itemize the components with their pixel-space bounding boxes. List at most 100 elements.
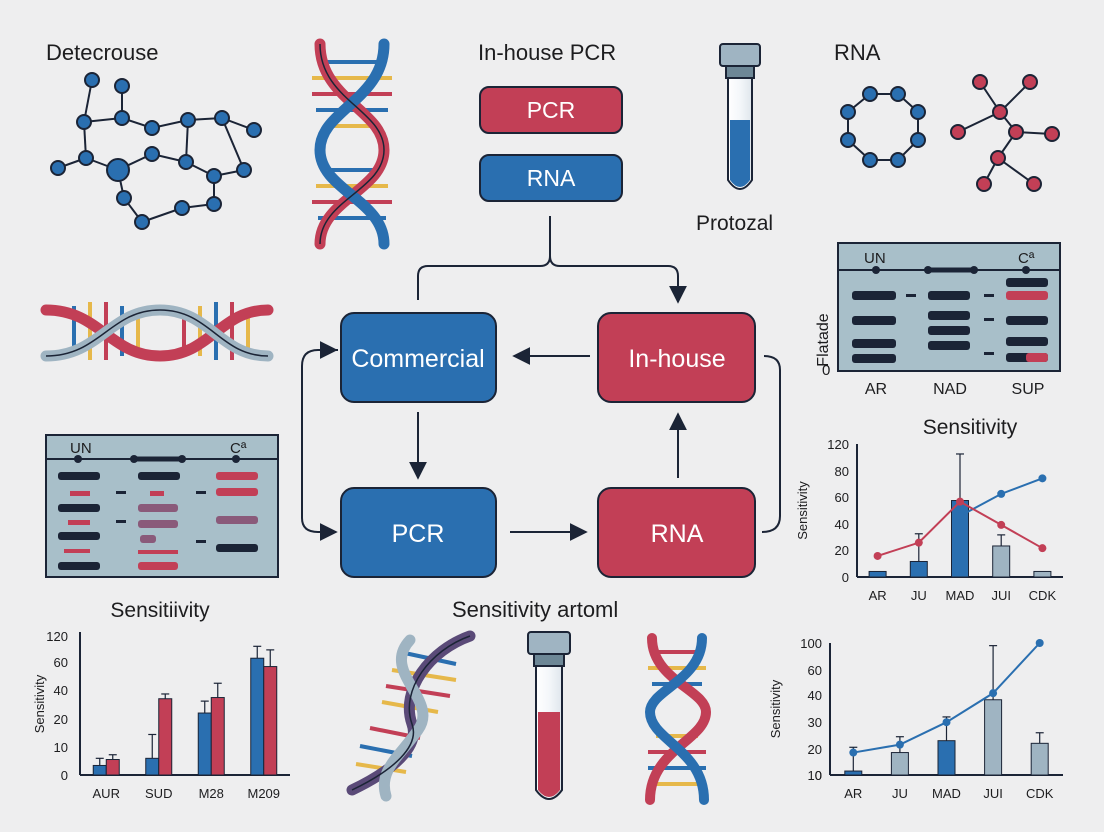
gel-right-header-right: Cª [1018,250,1035,267]
chart-bl-title: Sensitiivity [110,599,210,622]
chart-bl-ytick: 40 [54,683,68,698]
dna-helix-icon [312,38,392,250]
chart-rm-ytick: 120 [827,437,849,452]
chart-bl-bar [158,698,173,776]
dna-helix-bottom-right-icon [644,633,712,805]
chart-rm-ytick: 80 [835,464,849,479]
chart-br-xtick: MAD [932,786,961,801]
chart-br-bar [937,740,956,776]
chart-bl-ytick: 0 [61,768,68,783]
chart-bl-bar [92,764,107,776]
chart-bl-xtick: M28 [199,786,224,801]
chart-rm-xtick: JU [911,588,927,603]
chart-br-ytick: 40 [808,688,822,703]
chart-rm-ylabel: Sensitivity [795,481,810,540]
chart-bl-bar [263,666,278,776]
label-sensitivity-artoml: Sensitivity artoml [452,597,618,622]
test-tube-bottom-icon [527,631,571,800]
loop-left-connector [301,349,338,541]
commercial-box: Commercial [340,312,497,403]
chart-br-ytick: 20 [808,742,822,757]
chart-rm-xtick: CDK [1029,588,1057,603]
chart-br-xtick: AR [844,786,862,801]
top-rna-label: RNA [527,165,576,191]
chart-br-ylabel: Sensitivity [768,679,783,738]
chart-rm-series-point [873,551,882,560]
label-in-house-pcr: In-house PCR [478,40,616,65]
top-rna-box: RNA [479,154,623,202]
branched-molecule-icon [950,74,1060,192]
label-rna-top: RNA [834,40,881,65]
chart-rm-xtick: JUI [991,588,1011,603]
chart-bl-ytick: 10 [54,740,68,755]
chart-rm-ytick: 60 [835,490,849,505]
rna-label: RNA [651,520,704,548]
in-house-label: In-house [628,345,725,373]
chart-rm-ytick: 20 [835,543,849,558]
commercial-label: Commercial [351,345,484,373]
ring-molecule-icon [840,86,926,168]
chart-br-bar [890,752,909,776]
chart-rm-series-point [1038,544,1047,553]
chart-br-series-point [895,740,904,749]
top-pcr-box: PCR [479,86,623,134]
gel-left-header-left: UN [70,440,92,457]
gel-right-zero-label: 0 [822,362,830,379]
chart-br-series-point [849,748,858,757]
gel-panel-left: UN Cª [45,434,279,578]
chart-bl-ytick: 20 [54,712,68,727]
chart-rm-series-point [956,497,964,506]
loop-right-connector [761,355,781,533]
gel-right-lane-0: AR [865,381,887,398]
chart-rm-title: Sensitivity [923,416,1018,439]
gel-right-lane-1: NAD [933,381,967,398]
chart-rm-series-point [1038,474,1047,483]
chart-rm-ytick: 0 [842,570,849,585]
chart-bl-bar [105,759,120,776]
chart-bl-bar [197,712,212,776]
chart-rm-bar [992,545,1011,578]
test-tube-icon [719,43,761,190]
dna-helix-horizontal-icon [40,302,274,362]
chart-rm-bar [1033,570,1052,578]
chart-rm-bar [868,570,887,578]
chart-bl-bar [210,697,225,776]
top-pcr-label: PCR [527,97,576,123]
rna-box: RNA [597,487,756,578]
chart-rm-ytick: 40 [835,517,849,532]
chart-bl-ytick: 120 [46,629,68,644]
chart-bl-ylabel: Sensitivity [32,674,47,733]
chart-rm-series-point [997,489,1006,498]
gel-panel-right: UN Cª [837,242,1061,372]
pcr-label: PCR [392,520,445,548]
chart-br-bar [844,770,863,776]
gel-right-header-left: UN [864,250,886,267]
chart-br-series-point [942,718,951,727]
chart-rm-bar [909,560,928,578]
chart-br-series-point [1035,639,1044,647]
gel-right-side-label: Flatade [815,313,832,366]
dna-helix-bottom-left-icon [346,630,476,802]
chart-bl-xtick: SUD [145,786,172,801]
chart-rm-series-point [997,520,1006,529]
chart-br-ytick: 60 [808,663,822,678]
chart-rm-series-point [914,538,923,547]
chart-bl-xtick: M209 [247,786,280,801]
gel-right-lane-2: SUP [1012,381,1045,398]
chart-br-bar [984,699,1003,776]
chart-bl-xtick: AUR [93,786,120,801]
brace-connector [417,216,551,300]
chart-rm-xtick: AR [869,588,887,603]
chart-br-xtick: CDK [1026,786,1054,801]
chart-br-xtick: JUI [983,786,1003,801]
brace-connector-right [549,255,687,304]
label-protozal: Protozal [696,212,773,235]
pcr-box: PCR [340,487,497,578]
molecule-network-icon [50,72,262,230]
chart-br-ytick: 0 [815,768,822,783]
chart-br-bar [1030,742,1049,776]
